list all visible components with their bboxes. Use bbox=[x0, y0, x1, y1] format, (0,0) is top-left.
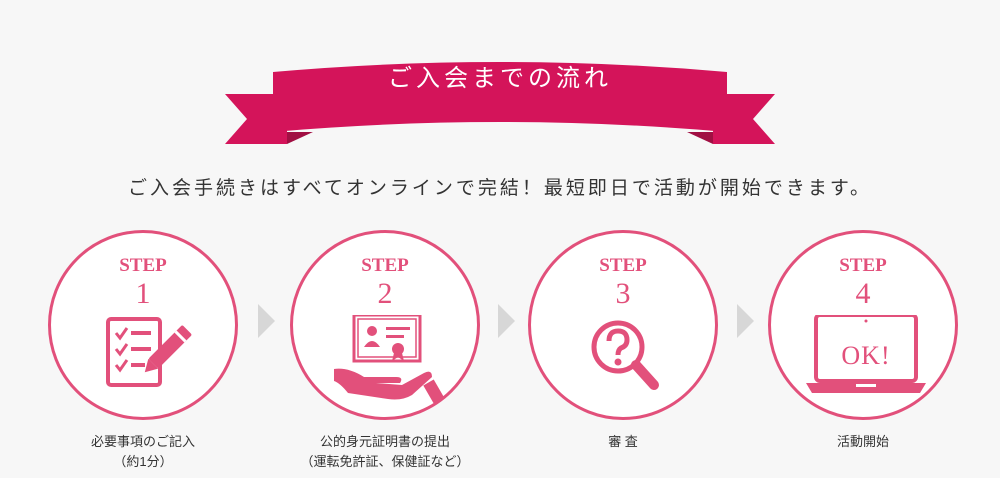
laptop-icon bbox=[806, 315, 926, 393]
step-number: 4 bbox=[855, 277, 871, 310]
step-1-caption: 必要事項のご記入 （約1分） bbox=[28, 432, 258, 472]
caption-line: （約1分） bbox=[113, 454, 173, 469]
magnifier-question-icon bbox=[591, 320, 659, 390]
step-label: STEP bbox=[361, 255, 409, 276]
certificate-hand-icon bbox=[334, 315, 445, 405]
step-4-caption: 活動開始 bbox=[748, 432, 978, 452]
step-number: 3 bbox=[615, 277, 631, 310]
page-subtitle: ご入会手続きはすべてオンラインで完結！最短即日で活動が開始できます。 bbox=[127, 177, 872, 199]
step-number: 2 bbox=[377, 277, 393, 310]
step-2-circle: STEP 2 bbox=[290, 230, 480, 420]
step-number: 1 bbox=[135, 277, 151, 310]
step-1-circle: STEP 1 bbox=[48, 230, 238, 420]
page-title: ご入会までの流れ bbox=[388, 64, 612, 92]
step-arrow bbox=[737, 304, 754, 338]
caption-line: 審 査 bbox=[608, 434, 638, 449]
step-3-caption: 審 査 bbox=[508, 432, 738, 452]
caption-line: 公的身元証明書の提出 bbox=[319, 434, 450, 449]
laptop-ok-icon: OK! bbox=[806, 315, 926, 405]
caption-line: 必要事項のご記入 bbox=[90, 434, 195, 449]
laptop-screen-text: OK! bbox=[841, 341, 891, 370]
caption-line: 活動開始 bbox=[836, 434, 889, 449]
ribbon-banner bbox=[225, 62, 775, 144]
step-arrow bbox=[498, 304, 515, 338]
step-3-circle: STEP 3 bbox=[528, 230, 718, 420]
step-label: STEP bbox=[599, 255, 647, 276]
step-4-circle: STEP 4 OK! bbox=[768, 230, 958, 420]
caption-line: （運転免許証、保健証など） bbox=[300, 454, 470, 469]
step-2-caption: 公的身元証明書の提出 （運転免許証、保健証など） bbox=[270, 432, 500, 472]
checklist-pencil-icon bbox=[106, 317, 192, 387]
step-label: STEP bbox=[119, 255, 167, 276]
step-label: STEP bbox=[839, 255, 887, 276]
step-arrow bbox=[258, 304, 275, 338]
